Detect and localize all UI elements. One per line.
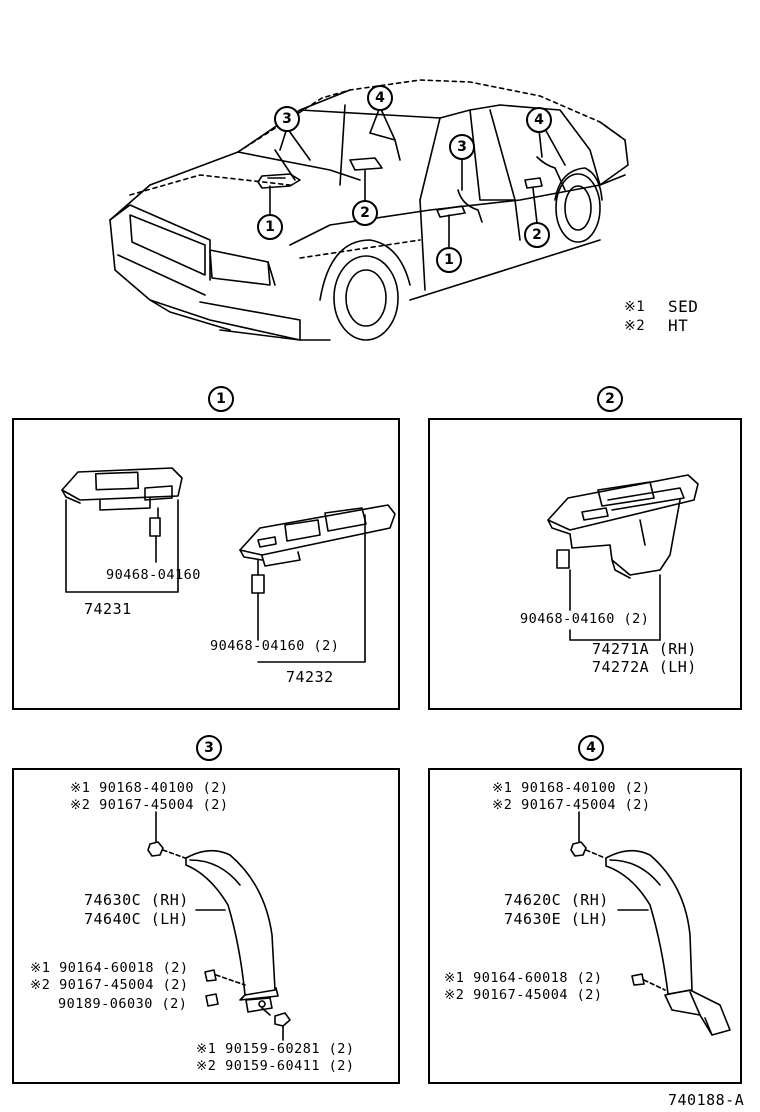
legend-sed-mark: ※1 bbox=[624, 299, 646, 315]
panel3-bolt-sed: ※1 90164-60018 (2) bbox=[30, 960, 189, 976]
callout-2-front: 2 bbox=[352, 200, 378, 226]
panel2-base-lh: 74272A (LH) bbox=[592, 658, 697, 676]
panel3-nut: 90189-06030 (2) bbox=[58, 996, 188, 1012]
panel3-bolt-ht: ※2 90167-45004 (2) bbox=[30, 977, 189, 993]
panel4-frame bbox=[428, 768, 742, 1084]
panel3-screw2-sed: ※1 90159-60281 (2) bbox=[196, 1041, 355, 1057]
legend-ht-mark: ※2 bbox=[624, 318, 646, 334]
panel1-switch-small: 74231 bbox=[84, 600, 132, 618]
callout-4-front: 4 bbox=[367, 85, 393, 111]
panel4-screw-sed: ※1 90168-40100 (2) bbox=[492, 780, 651, 796]
panel1-frame bbox=[12, 418, 400, 710]
legend-ht-label: HT bbox=[668, 316, 689, 335]
panel2-frame bbox=[428, 418, 742, 710]
panel4-screw-ht: ※2 90167-45004 (2) bbox=[492, 797, 651, 813]
figure-id: 740188-A bbox=[668, 1091, 745, 1109]
panel4-title: 4 bbox=[578, 735, 604, 761]
panel1-switch-large: 74232 bbox=[286, 668, 334, 686]
panel4-art bbox=[570, 811, 731, 1036]
panel1-clip-large: 90468-04160 (2) bbox=[210, 638, 340, 654]
panel2-art bbox=[547, 474, 699, 641]
panel4-handle-lh: 74630E (LH) bbox=[504, 910, 609, 928]
panel3-handle-rh: 74630C (RH) bbox=[84, 891, 189, 909]
panel3-handle-lh: 74640C (LH) bbox=[84, 910, 189, 928]
callout-3-rear: 3 bbox=[449, 134, 475, 160]
panel4-bolt-ht: ※2 90167-45004 (2) bbox=[444, 987, 603, 1003]
callout-1-front: 1 bbox=[257, 214, 283, 240]
callout-1-rear: 1 bbox=[436, 247, 462, 273]
panel3-screw-ht: ※2 90167-45004 (2) bbox=[70, 797, 229, 813]
panel2-title: 2 bbox=[597, 386, 623, 412]
panel4-handle-rh: 74620C (RH) bbox=[504, 891, 609, 909]
panel1-art bbox=[61, 467, 396, 663]
panel1-title: 1 bbox=[208, 386, 234, 412]
panel2-base-rh: 74271A (RH) bbox=[592, 640, 697, 658]
panel1-clip-small: 90468-04160 bbox=[106, 567, 201, 583]
legend-sed-label: SED bbox=[668, 297, 699, 316]
panel3-frame bbox=[12, 768, 400, 1084]
callout-2-rear: 2 bbox=[524, 222, 550, 248]
callout-3-front: 3 bbox=[274, 106, 300, 132]
panel4-bolt-sed: ※1 90164-60018 (2) bbox=[444, 970, 603, 986]
panel3-title: 3 bbox=[196, 735, 222, 761]
panel2-clip: 90468-04160 (2) bbox=[520, 611, 650, 627]
callout-4-rear: 4 bbox=[526, 107, 552, 133]
panel3-screw-sed: ※1 90168-40100 (2) bbox=[70, 780, 229, 796]
panel3-art bbox=[147, 811, 291, 1041]
panel3-screw2-ht: ※2 90159-60411 (2) bbox=[196, 1058, 355, 1074]
car-illustration bbox=[109, 79, 629, 341]
